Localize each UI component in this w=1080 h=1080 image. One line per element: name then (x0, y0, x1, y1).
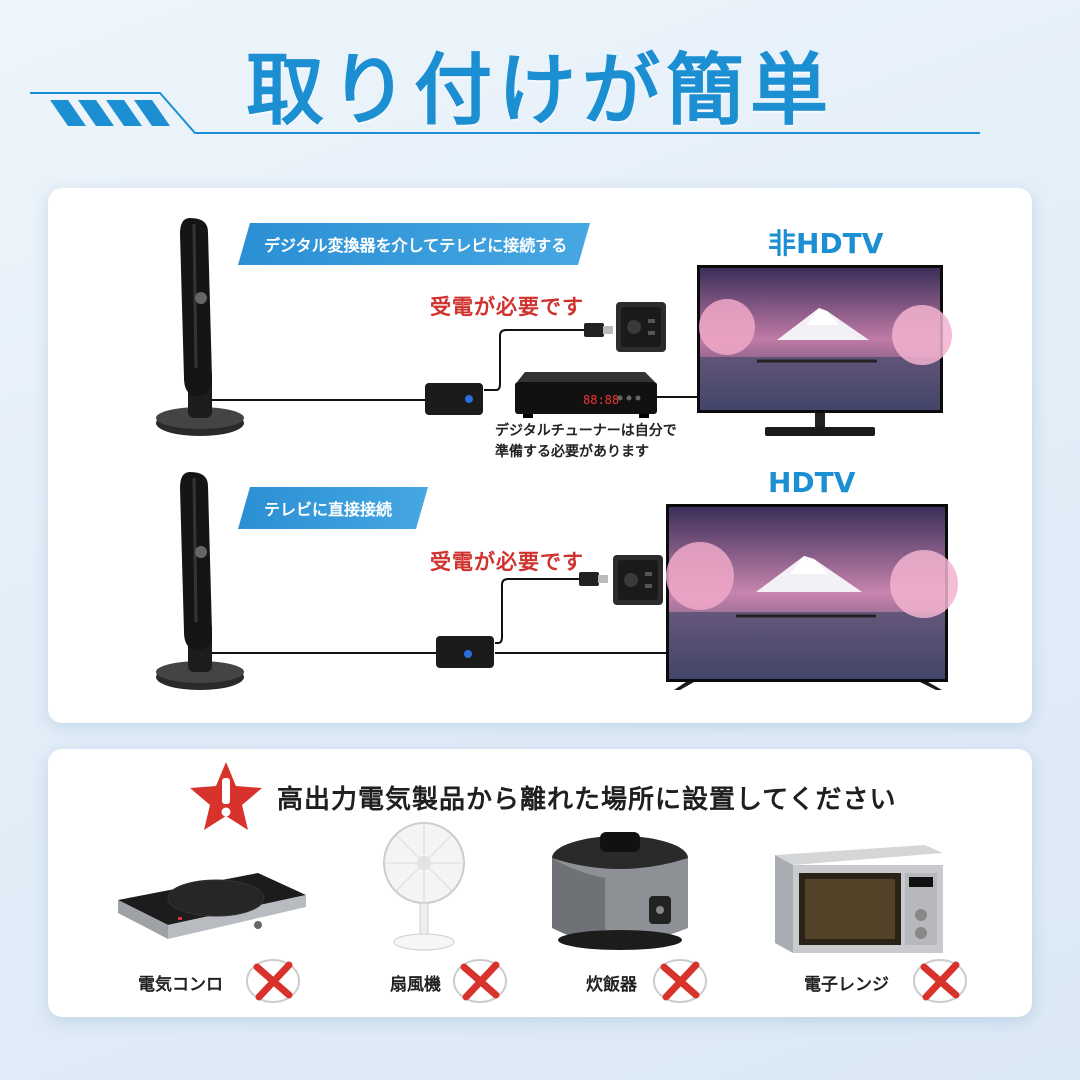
microwave-icon (775, 845, 943, 953)
appliance-label-microwave: 電子レンジ (804, 975, 889, 995)
power-required-note-2: 受電が必要です (430, 550, 584, 574)
signal-booster-1 (425, 383, 483, 415)
power-required-note-1: 受電が必要です (430, 295, 584, 319)
hdtv-label: HDTV (768, 466, 856, 499)
induction-cooktop-icon (118, 873, 306, 939)
tuner-caption-line-2: 準備する必要があります (495, 444, 649, 460)
tuner-caption-line-1: デジタルチューナーは自分で (495, 423, 677, 439)
antenna-1 (156, 218, 244, 436)
wall-outlet-1 (616, 302, 666, 352)
appliance-label-fan: 扇風機 (390, 975, 441, 995)
non-hdtv-television (697, 265, 952, 436)
page-title: 取り付けが簡単 (245, 46, 834, 136)
appliance-label-rice-cooker: 炊飯器 (586, 975, 637, 995)
non-hdtv-label: 非HDTV (768, 227, 884, 260)
title-underline-decoration (30, 92, 980, 134)
placement-warning-text: 高出力電気製品から離れた場所に設置してください (277, 785, 897, 815)
signal-booster-2 (436, 636, 494, 668)
digital-tuner-box: 88:88 (515, 372, 657, 418)
electric-fan-icon (383, 822, 465, 951)
no-x-icon-4 (913, 959, 967, 1003)
no-x-icon-1 (246, 959, 300, 1003)
warning-star-icon (190, 762, 262, 830)
no-x-icon-3 (653, 959, 707, 1003)
wall-outlet-2 (613, 555, 663, 605)
tuner-display-readout: 88:88 (583, 393, 619, 407)
no-x-icon-2 (453, 959, 507, 1003)
banner-direct-connection: テレビに直接接続 (238, 487, 428, 529)
appliance-label-induction-cooktop: 電気コンロ (138, 975, 223, 995)
banner-via-converter: デジタル変換器を介してテレビに接続する (238, 223, 590, 265)
tuner-caption: デジタルチューナーは自分で 準備する必要があります (495, 421, 677, 463)
rice-cooker-icon (552, 832, 688, 950)
antenna-2 (156, 472, 244, 690)
hdtv-television (666, 504, 958, 690)
